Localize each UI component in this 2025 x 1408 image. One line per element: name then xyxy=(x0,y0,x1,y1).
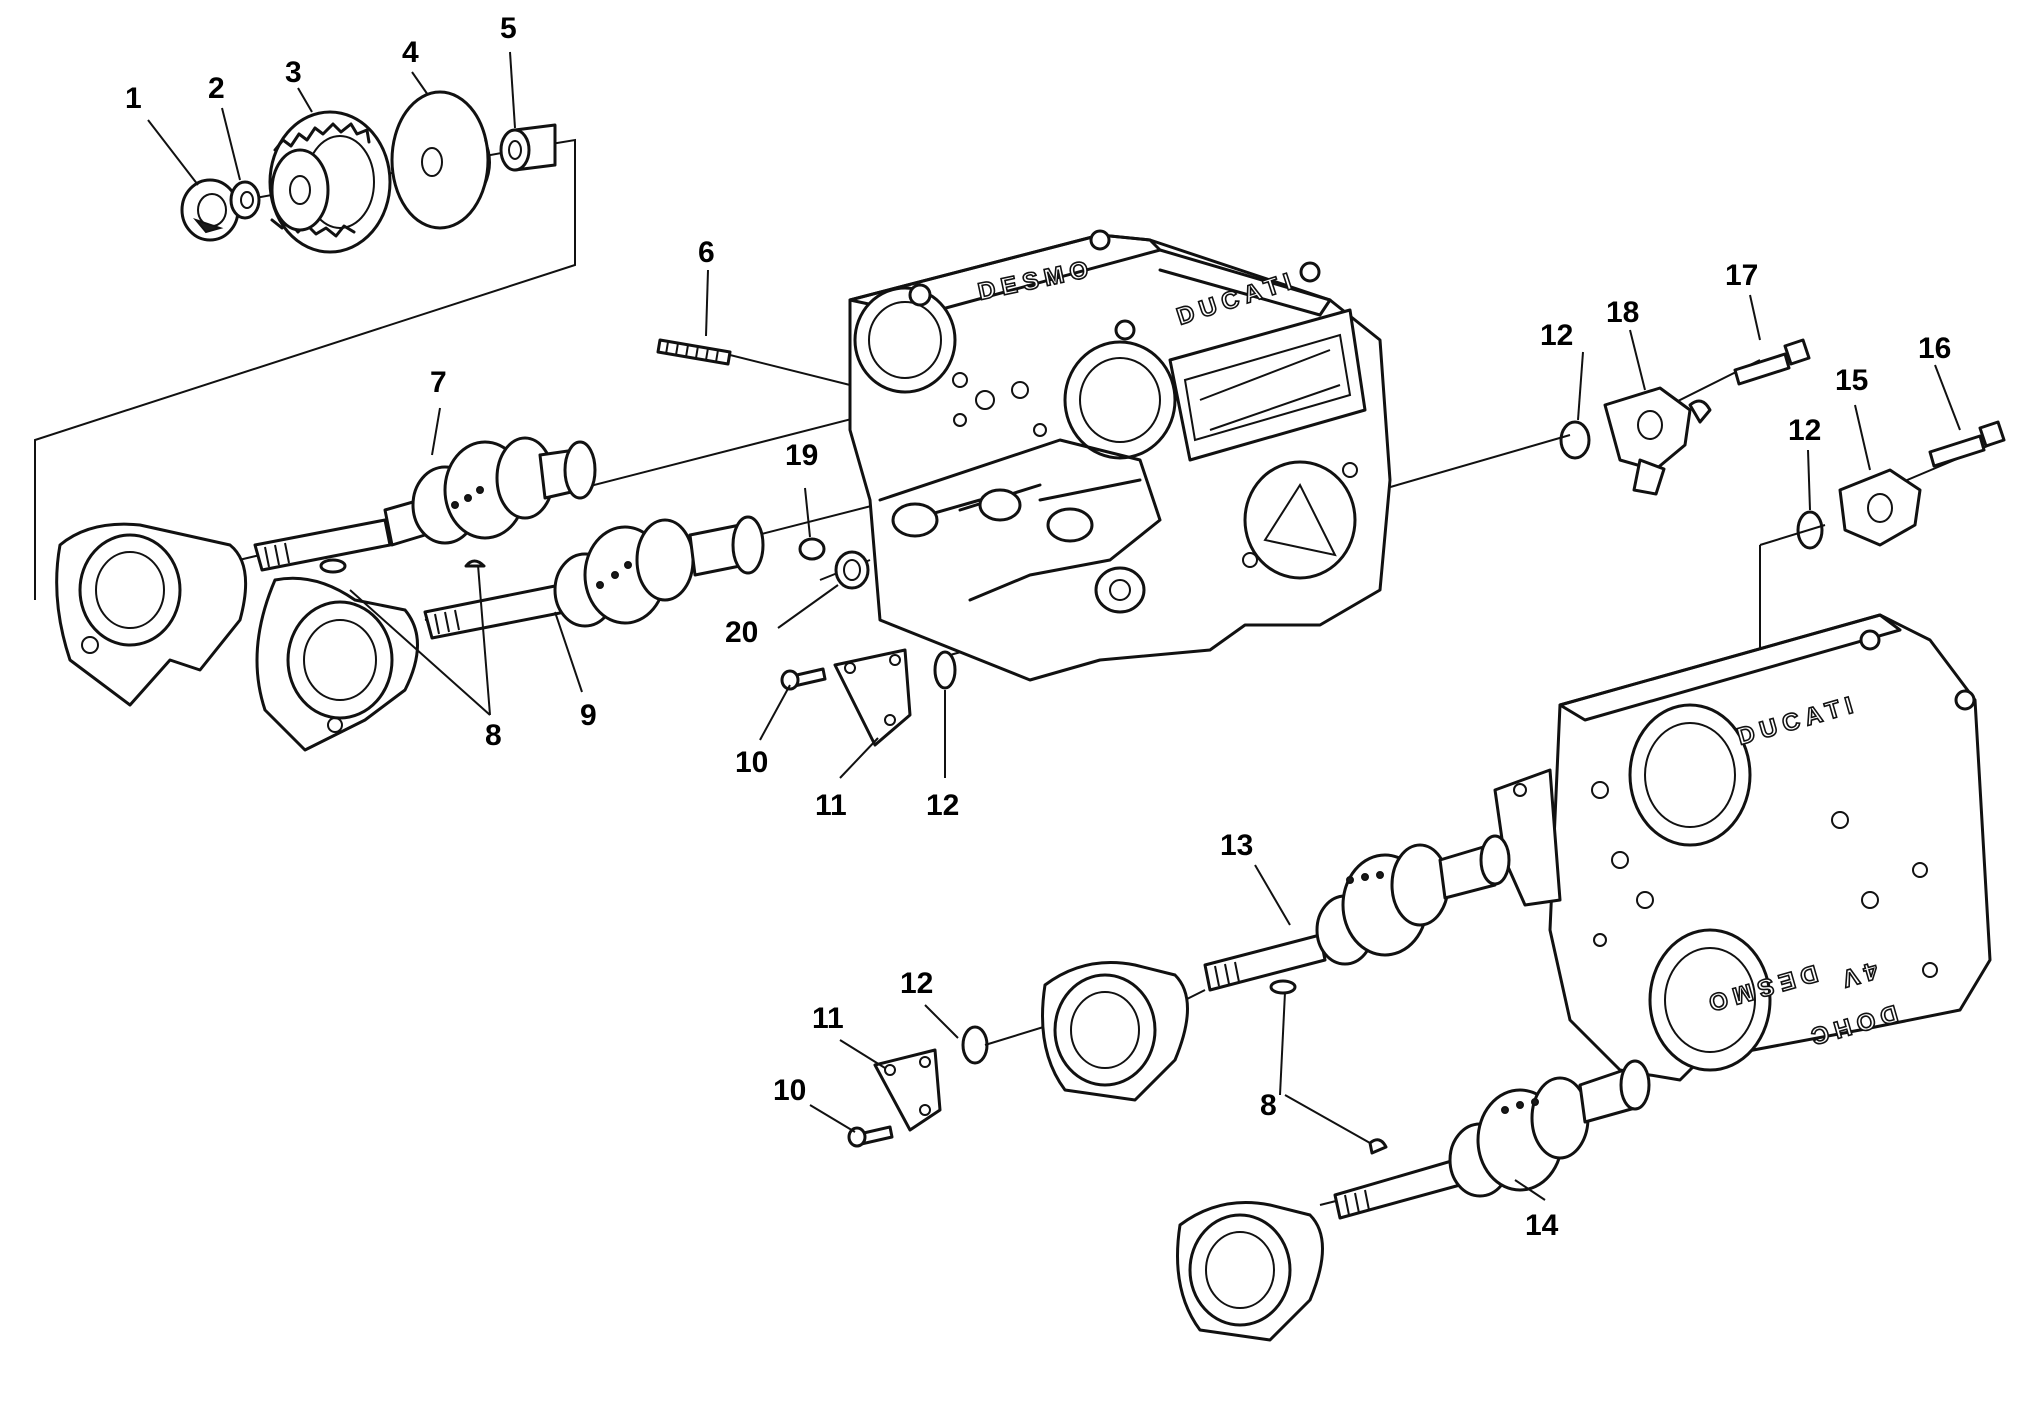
callout-4: 4 xyxy=(402,36,419,69)
belt-cover-left-upper xyxy=(55,522,248,707)
cylinder-head-upper: DESMO DUCATI xyxy=(848,229,1392,682)
nut xyxy=(180,178,240,242)
callout-8-lower: 8 xyxy=(1260,1089,1277,1122)
callout-20: 20 xyxy=(725,616,758,649)
leader-lines xyxy=(147,51,1961,1201)
timing-pulley xyxy=(268,110,392,254)
pulley-flange xyxy=(390,90,491,230)
woodruff-key-2 xyxy=(464,559,486,568)
belt-cover-lower-lower xyxy=(1176,1201,1324,1342)
bolt-top xyxy=(1733,338,1811,386)
callout-2: 2 xyxy=(208,72,225,105)
callout-15: 15 xyxy=(1835,364,1868,397)
callout-5: 5 xyxy=(500,12,517,45)
callout-1: 1 xyxy=(125,82,142,115)
callout-12-top: 12 xyxy=(1540,319,1573,352)
callout-17: 17 xyxy=(1725,259,1758,292)
callout-10-lower: 10 xyxy=(773,1074,806,1107)
callout-9: 9 xyxy=(580,699,597,732)
callout-12-lower: 12 xyxy=(900,967,933,1000)
callout-13: 13 xyxy=(1220,829,1253,862)
washer xyxy=(229,180,261,220)
bracket-plate xyxy=(833,648,912,747)
callout-6: 6 xyxy=(698,236,715,269)
woodruff-key-4 xyxy=(1368,1138,1388,1155)
woodruff-key-1 xyxy=(319,558,347,574)
callout-7: 7 xyxy=(430,366,447,399)
callout-10-upper: 10 xyxy=(735,746,768,779)
camshaft-horizontal xyxy=(253,436,597,572)
callout-12-middle: 12 xyxy=(926,789,959,822)
o-ring-top xyxy=(1559,420,1591,460)
camshaft-diagonal xyxy=(423,515,765,640)
o-ring xyxy=(933,650,957,690)
callout-19: 19 xyxy=(785,439,818,472)
cylinder-head-lower: DUCATI DESMO 4V DOHC xyxy=(1493,613,1992,1082)
belt-cover-lower-upper xyxy=(1041,961,1189,1102)
woodruff-key-3 xyxy=(1269,979,1297,995)
callouts: 1 2 3 4 5 6 7 8 9 10 11 12 19 20 12 18 1… xyxy=(125,12,1951,1242)
callout-16: 16 xyxy=(1918,332,1951,365)
callout-18: 18 xyxy=(1606,296,1639,329)
plug xyxy=(798,537,826,561)
sensor-housing xyxy=(1838,468,1922,547)
belt-cover-left-lower xyxy=(255,576,419,752)
callout-14: 14 xyxy=(1525,1209,1559,1242)
screw-lower xyxy=(847,1125,894,1148)
o-ring-lower xyxy=(961,1025,989,1065)
camshaft-lower-lower xyxy=(1333,1059,1651,1220)
thermostat-housing xyxy=(1603,386,1712,496)
callout-3: 3 xyxy=(285,56,302,89)
screw xyxy=(780,667,827,691)
seal-ring xyxy=(834,550,870,590)
spacer xyxy=(499,123,557,172)
stud xyxy=(656,338,732,366)
callout-12-right: 12 xyxy=(1788,414,1821,447)
o-ring-right xyxy=(1796,510,1824,550)
callout-11-lower: 11 xyxy=(812,1002,844,1035)
camshaft-lower-upper xyxy=(1203,834,1511,992)
bolt-right xyxy=(1928,420,2006,468)
bracket-plate-lower xyxy=(873,1048,942,1132)
callout-8-upper: 8 xyxy=(485,719,502,752)
callout-11-upper: 11 xyxy=(815,789,847,822)
